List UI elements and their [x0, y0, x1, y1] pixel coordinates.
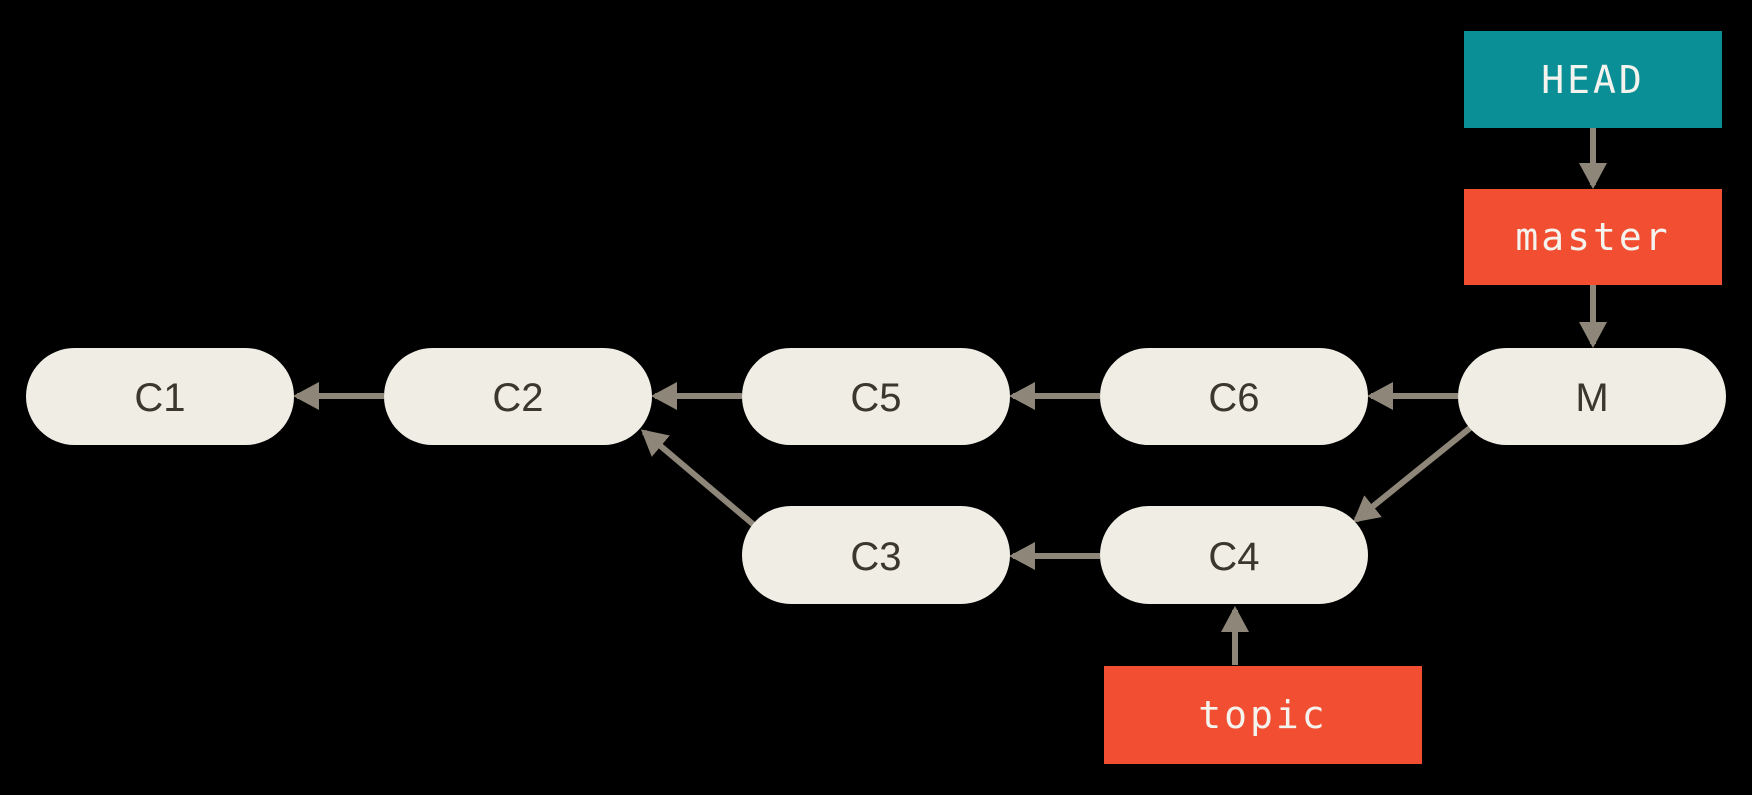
arrow-c3-to-c2 [640, 429, 756, 528]
commit-node-c5: C5 [742, 348, 1010, 445]
ref-box-master: master [1464, 189, 1722, 285]
commit-label: C1 [134, 376, 185, 420]
head-box [1464, 31, 1722, 128]
commit-label: C6 [1208, 376, 1259, 420]
topic-box [1104, 666, 1422, 764]
commit-label: C4 [1208, 535, 1259, 579]
ref-box-head: HEAD [1464, 31, 1722, 128]
commit-label: M [1575, 376, 1608, 420]
commit-node-c1: C1 [26, 348, 294, 445]
commit-pill [1100, 506, 1368, 604]
commit-node-c3: C3 [742, 506, 1010, 604]
commit-pill [26, 348, 294, 445]
commit-node-c2: C2 [384, 348, 652, 445]
commit-node-m: M [1458, 348, 1726, 445]
commit-pill [742, 506, 1010, 604]
commit-pill [742, 348, 1010, 445]
ref-box-topic: topic [1104, 666, 1422, 764]
commit-label: C2 [492, 376, 543, 420]
head-label: HEAD [1541, 58, 1645, 102]
master-label: master [1515, 215, 1670, 259]
commit-node-c6: C6 [1100, 348, 1368, 445]
topic-label: topic [1198, 693, 1327, 737]
commit-label: C5 [850, 376, 901, 420]
commit-node-c4: C4 [1100, 506, 1368, 604]
commit-pill [1100, 348, 1368, 445]
commit-label: C3 [850, 535, 901, 579]
master-box [1464, 189, 1722, 285]
commit-pill [384, 348, 652, 445]
arrow-m-to-c4 [1352, 425, 1472, 523]
commit-pill [1458, 348, 1726, 445]
